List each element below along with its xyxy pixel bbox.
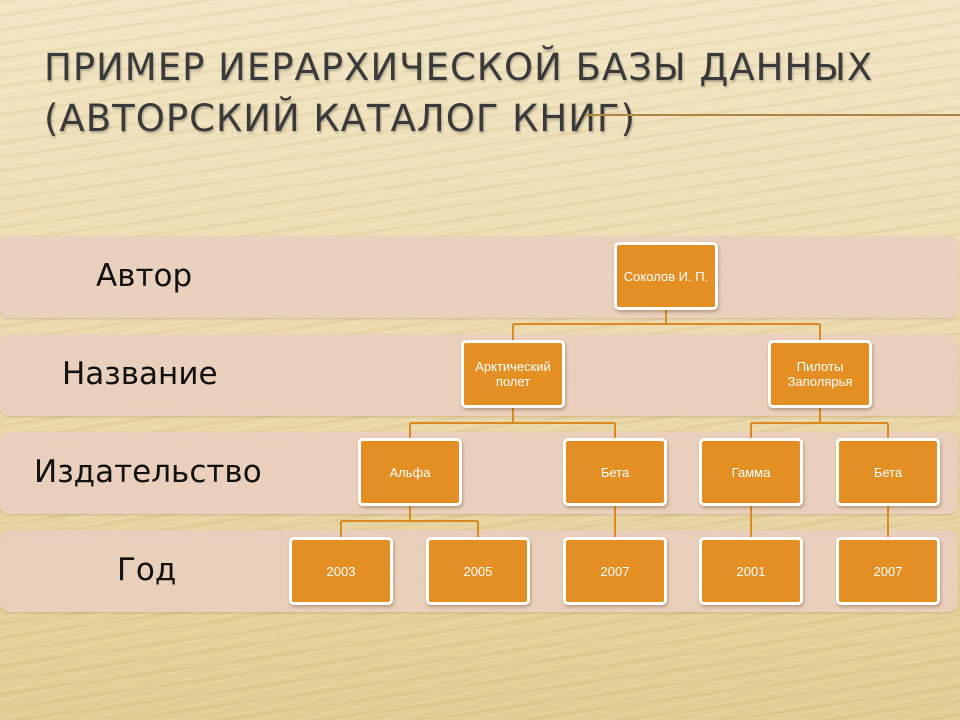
node-book-2: Пилоты Заполярья bbox=[768, 340, 872, 408]
connector-book2-publishers bbox=[750, 408, 889, 438]
node-publisher-1-2: Бета bbox=[563, 438, 667, 506]
slide-title-line-1: ПРИМЕР ИЕРАРХИЧЕСКОЙ БАЗЫ ДАННЫХ bbox=[44, 46, 874, 89]
connector-author-books bbox=[512, 309, 821, 340]
level-label-year: Год bbox=[117, 552, 177, 588]
node-author: Соколов И. П. bbox=[614, 242, 718, 310]
node-year-2: 2005 bbox=[426, 537, 530, 605]
level-label-title: Название bbox=[62, 356, 218, 392]
connector-alfa-years bbox=[340, 506, 479, 537]
slide-title-line-2: (АВТОРСКИЙ КАТАЛОГ КНИГ) bbox=[44, 97, 636, 140]
node-year-5: 2007 bbox=[836, 537, 940, 605]
node-publisher-2-2: Бета bbox=[836, 438, 940, 506]
node-book-1: Арктический полет bbox=[461, 340, 565, 408]
node-year-4: 2001 bbox=[699, 537, 803, 605]
node-publisher-2-1: Гамма bbox=[699, 438, 803, 506]
node-year-3: 2007 bbox=[563, 537, 667, 605]
level-label-author: Автор bbox=[96, 258, 193, 294]
node-year-1: 2003 bbox=[289, 537, 393, 605]
level-label-publisher: Издательство bbox=[34, 454, 262, 490]
level-band-author bbox=[0, 236, 958, 318]
title-underline bbox=[586, 114, 960, 116]
connector-book1-publishers bbox=[409, 408, 616, 438]
node-publisher-1-1: Альфа bbox=[358, 438, 462, 506]
